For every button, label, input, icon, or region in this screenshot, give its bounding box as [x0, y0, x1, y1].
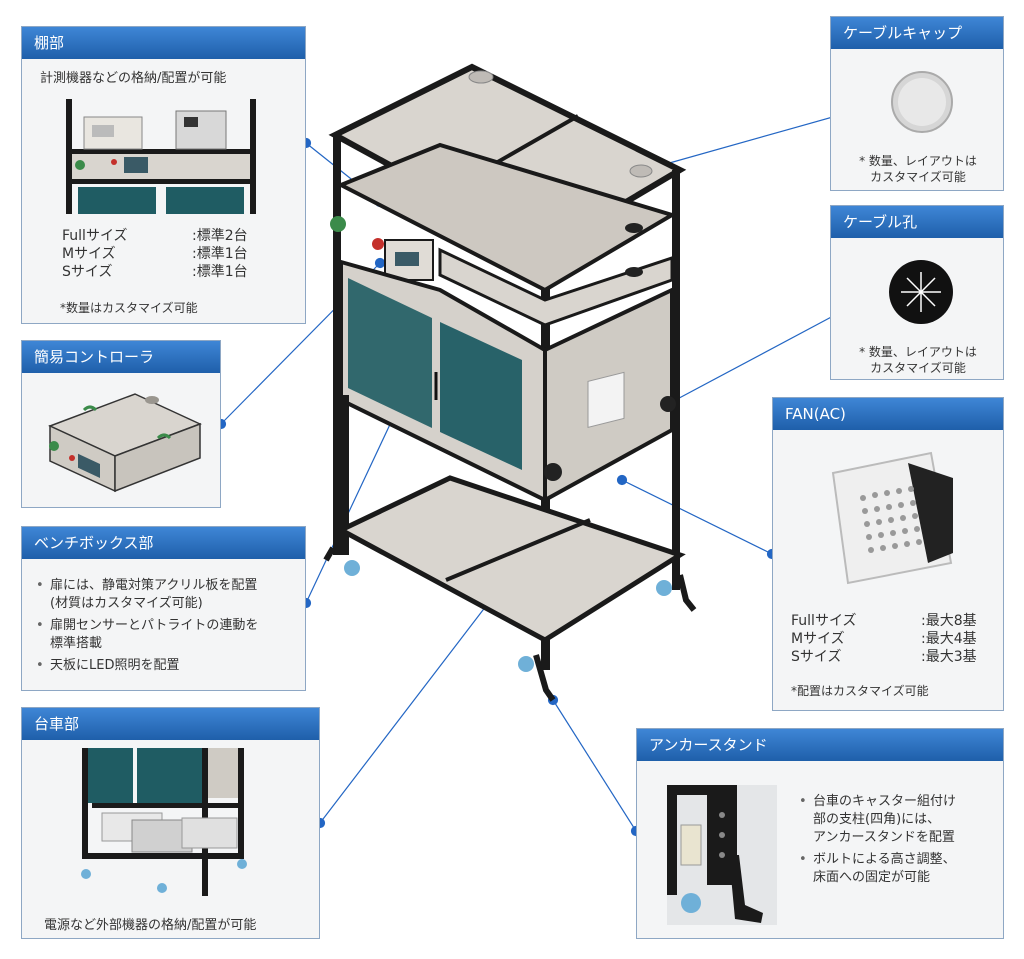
panel-controller: 簡易コントローラ — [21, 340, 221, 508]
cable-hole-note: * 数量、レイアウトは カスタマイズ可能 — [859, 345, 977, 375]
bench-feature-item: 扉には、静電対策アクリル板を配置 — [36, 577, 258, 595]
leader-fan — [621, 479, 773, 555]
panel-cart: 台車部 電源など外部機器の格納/配置が可能 — [21, 707, 320, 939]
panel-cable-hole: ケーブル孔 * 数量、レイアウトは カスタマイズ可能 — [830, 205, 1004, 380]
panel-shelf-note: *数量はカスタマイズ可能 — [60, 301, 198, 315]
cart-thumbnail — [81, 748, 247, 896]
leader-cart — [319, 575, 510, 824]
shelf-spec-row: Sサイズ:標準1台 — [62, 264, 248, 280]
fan-spec-list: Fullサイズ:最大8基 Mサイズ:最大4基 Sサイズ:最大3基 — [791, 612, 977, 666]
fan-icon — [831, 451, 953, 585]
anchor-feature-item: ボルトによる高さ調整、 — [799, 851, 956, 869]
shelf-spec-row: Fullサイズ:標準2台 — [62, 228, 248, 244]
anchor-feature-item: 台車のキャスター組付け — [799, 793, 956, 811]
anchor-feature-item: 床面への固定が可能 — [813, 870, 931, 885]
panel-fan-title: FAN(AC) — [773, 398, 1003, 430]
bench-feature-list: 扉には、静電対策アクリル板を配置 (材質はカスタマイズ可能) 扉開センサーとパト… — [36, 577, 258, 679]
bench-feature-item: 天板にLED照明を配置 — [36, 657, 258, 675]
bench-feature-item: 扉開センサーとパトライトの連動を — [36, 617, 258, 635]
panel-cart-caption: 電源など外部機器の格納/配置が可能 — [44, 918, 257, 933]
fan-spec-row: Fullサイズ:最大8基 — [791, 613, 977, 629]
shelf-spec-row: Mサイズ:標準1台 — [62, 246, 248, 262]
anchor-feature-item: 部の支柱(四角)には、 — [813, 812, 941, 827]
panel-shelf-title: 棚部 — [22, 27, 305, 59]
panel-anchor: アンカースタンド 台車のキャスター組付け 部の支柱(四角)には、 アンカースタン… — [636, 728, 1004, 939]
panel-anchor-title: アンカースタンド — [637, 729, 1003, 761]
cable-cap-icon — [891, 71, 953, 133]
anchor-stand-thumbnail — [667, 785, 777, 925]
anchor-feature-list: 台車のキャスター組付け 部の支柱(四角)には、 アンカースタンドを配置 ボルトに… — [799, 793, 956, 891]
panel-cable-cap: ケーブルキャップ * 数量、レイアウトは カスタマイズ可能 — [830, 16, 1004, 191]
cable-cap-note: * 数量、レイアウトは カスタマイズ可能 — [859, 154, 977, 184]
fan-spec-row: Mサイズ:最大4基 — [791, 631, 977, 647]
shelf-spec-list: Fullサイズ:標準2台 Mサイズ:標準1台 Sサイズ:標準1台 — [62, 227, 248, 281]
bench-box-machine-illustration — [323, 63, 697, 702]
panel-cable-hole-title: ケーブル孔 — [831, 206, 1003, 238]
bench-feature-item: (材質はカスタマイズ可能) — [50, 596, 203, 611]
cable-hole-icon — [889, 260, 953, 324]
panel-shelf-subtitle: 計測機器などの格納/配置が可能 — [40, 71, 227, 86]
shelf-thumbnail — [66, 99, 256, 214]
fan-spec-row: Sサイズ:最大3基 — [791, 649, 977, 665]
panel-cable-cap-title: ケーブルキャップ — [831, 17, 1003, 49]
panel-fan: FAN(AC) Fullサイズ:最大8基 Mサイズ:最大4基 Sサイズ:最大3基… — [772, 397, 1004, 711]
leader-anchor — [552, 699, 637, 832]
panel-shelf: 棚部 計測機器などの格納/配置が可能 Fullサイズ:標準2台 Mサイズ:標準1… — [21, 26, 306, 324]
panel-cart-title: 台車部 — [22, 708, 319, 740]
panel-controller-title: 簡易コントローラ — [22, 341, 220, 373]
panel-bench-title: ベンチボックス部 — [22, 527, 305, 559]
anchor-feature-item: アンカースタンドを配置 — [813, 830, 955, 845]
bench-feature-item: 標準搭載 — [50, 636, 103, 651]
fan-note: *配置はカスタマイズ可能 — [791, 684, 929, 698]
controller-thumbnail — [48, 393, 202, 493]
panel-bench: ベンチボックス部 扉には、静電対策アクリル板を配置 (材質はカスタマイズ可能) … — [21, 526, 306, 691]
